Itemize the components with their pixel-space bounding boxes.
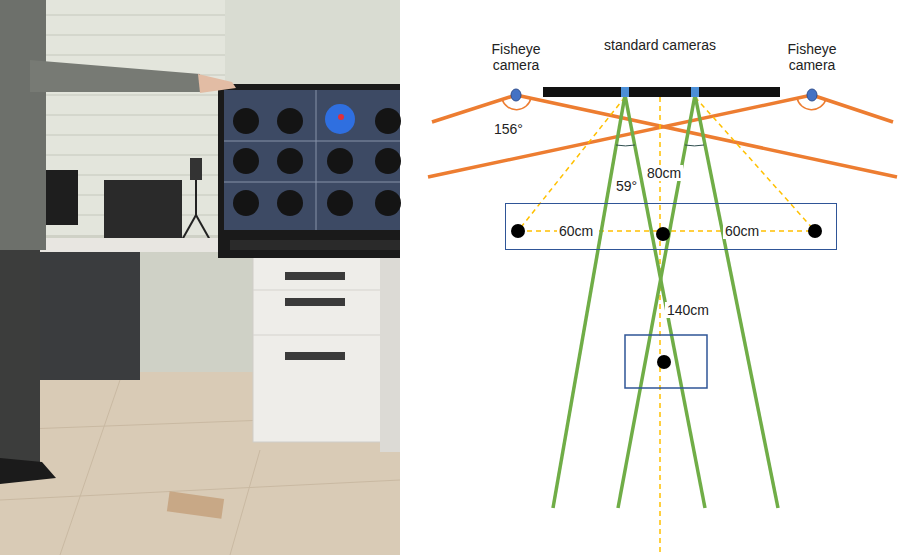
- blind-slat: [25, 95, 225, 96]
- fov-line: [432, 95, 516, 122]
- target-circle: [375, 108, 401, 134]
- fisheye-camera: [807, 89, 817, 101]
- position-dot: [511, 224, 525, 238]
- tripod-camera: [190, 158, 202, 180]
- blind-slat: [25, 35, 225, 36]
- position-dot: [656, 227, 670, 241]
- person-hand: [198, 74, 236, 93]
- blind-slat: [25, 155, 225, 156]
- diagram-label: standard cameras: [602, 37, 718, 53]
- diagram-label: 59°: [614, 178, 639, 194]
- guide-line: [695, 97, 815, 231]
- person-legs: [0, 250, 40, 465]
- standard-camera: [621, 87, 629, 97]
- target-circle: [233, 190, 259, 216]
- position-row-box: 60cm 60cm: [505, 203, 837, 250]
- target-circle: [277, 148, 303, 174]
- drawer-lines: [253, 290, 381, 335]
- floor-mark: [167, 491, 224, 518]
- guide-line: [518, 97, 625, 231]
- distance-label: 60cm: [723, 223, 761, 239]
- drawer-handle: [285, 352, 345, 360]
- target-circle: [375, 190, 401, 216]
- blind-slat: [25, 15, 225, 16]
- screen-grid: [224, 90, 400, 230]
- drawer-handles: [285, 272, 345, 360]
- blind-slat: [25, 115, 225, 116]
- position-box: [625, 335, 707, 388]
- highlighted-target: [325, 104, 355, 134]
- monitor-screen: [224, 90, 400, 230]
- blind-slat: [25, 135, 225, 136]
- angle-arc: [616, 145, 635, 147]
- target-circle: [277, 190, 303, 216]
- tripod-leg: [196, 215, 210, 240]
- person-arm: [30, 60, 200, 92]
- tile-line: [60, 380, 120, 555]
- window-blinds: [225, 0, 400, 90]
- drawer-handle: [285, 298, 345, 306]
- standard-camera: [691, 87, 699, 97]
- drawer-line: [253, 335, 381, 336]
- diagram-label: Fisheye camera: [771, 41, 853, 73]
- angle-arc: [685, 145, 704, 147]
- position-dot: [808, 224, 822, 238]
- pointer-dot: [338, 114, 344, 120]
- tripod-leg: [182, 215, 196, 240]
- blind-slat: [25, 55, 225, 56]
- desk-leg: [380, 252, 400, 452]
- target-circle: [327, 148, 353, 174]
- grid-line: [224, 182, 400, 183]
- person-torso: [0, 0, 46, 250]
- camera-fov: [553, 95, 778, 508]
- target-circles: [233, 108, 401, 216]
- target-circle: [375, 148, 401, 174]
- drawer-handle: [285, 272, 345, 280]
- distance-label: 60cm: [557, 223, 595, 239]
- photo-wall: [0, 0, 400, 555]
- camera-bar: [543, 87, 780, 97]
- drawer-line: [253, 290, 381, 291]
- pc-tower: [104, 180, 182, 238]
- keyboard: [230, 240, 400, 250]
- target-circle: [233, 148, 259, 174]
- fov-line: [812, 95, 893, 122]
- positions: [511, 224, 822, 369]
- monitor-frame: [218, 84, 400, 258]
- fov-line: [428, 95, 812, 177]
- dark-cabinet: [40, 252, 140, 380]
- fov-line: [516, 95, 897, 177]
- person-shoe: [0, 458, 56, 484]
- fisheye-camera: [511, 89, 521, 101]
- position-dot: [657, 355, 671, 369]
- target-circle: [327, 190, 353, 216]
- diagram-label: Fisheye camera: [475, 41, 557, 73]
- drawer-cabinet: [253, 252, 381, 442]
- diagram-label: 140cm: [665, 302, 711, 318]
- target-circle: [233, 108, 259, 134]
- diagram-label: 80cm: [645, 165, 683, 181]
- target-circle: [277, 108, 303, 134]
- grid-line: [316, 90, 317, 230]
- diagram-label: 156°: [492, 121, 525, 137]
- guide-lines: [518, 97, 815, 553]
- grid-line: [224, 141, 400, 142]
- fov-line: [553, 95, 625, 508]
- tile-line: [230, 450, 260, 555]
